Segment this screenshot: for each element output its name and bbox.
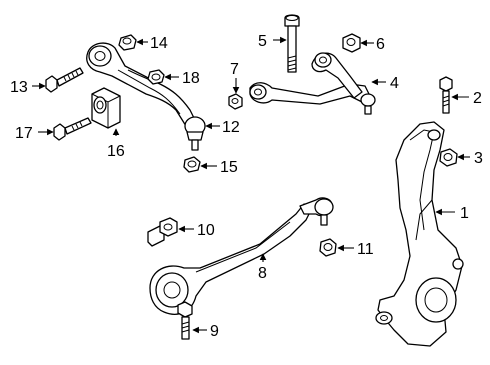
callout-label-14: 14 [150, 35, 168, 52]
nut-part-6 [342, 33, 361, 53]
callout-label-9: 9 [210, 323, 219, 340]
callout-5: 5 [258, 33, 287, 50]
callout-label-18: 18 [182, 70, 200, 87]
callout-12: 12 [205, 119, 240, 136]
bolt-part-17 [53, 117, 92, 141]
callout-6: 6 [360, 36, 385, 53]
callout-label-16: 16 [107, 143, 125, 160]
callout-label-5: 5 [258, 33, 267, 50]
callout-label-10: 10 [197, 222, 215, 239]
callout-13: 13 [10, 79, 46, 96]
callout-10: 10 [178, 222, 215, 239]
nut-part-3 [439, 148, 458, 167]
callout-4: 4 [371, 75, 399, 92]
callout-14: 14 [136, 35, 168, 52]
callout-label-4: 4 [390, 75, 399, 92]
callout-label-2: 2 [473, 90, 482, 107]
bracket-nut-part-10 [147, 217, 178, 247]
callout-label-13: 13 [10, 79, 28, 96]
nut-part-15 [183, 156, 201, 173]
bolt-part-2 [439, 76, 453, 114]
callout-label-12: 12 [222, 119, 240, 136]
upper-wishbone-part-4 [249, 52, 376, 115]
nut-part-14 [118, 34, 137, 51]
callout-label-8: 8 [258, 265, 267, 282]
callout-8: 8 [258, 253, 267, 282]
callout-label-1: 1 [460, 205, 469, 222]
nut-part-11 [319, 238, 337, 257]
bolt-part-9 [177, 301, 193, 340]
callout-label-11: 11 [357, 241, 374, 258]
ball-joint-part-12 [184, 116, 206, 151]
callout-16: 16 [107, 128, 125, 160]
callout-7: 7 [230, 61, 240, 94]
callout-11: 11 [337, 241, 374, 258]
callout-label-3: 3 [474, 150, 483, 167]
nut-part-18 [147, 69, 165, 85]
callout-18: 18 [164, 70, 200, 87]
callout-label-6: 6 [376, 36, 385, 53]
steering-knuckle-part-1 [375, 121, 464, 347]
callout-1: 1 [435, 205, 469, 222]
callout-label-17: 17 [15, 125, 33, 142]
callout-15: 15 [200, 159, 238, 176]
callout-2: 2 [451, 90, 482, 107]
callout-3: 3 [457, 150, 483, 167]
callout-17: 17 [15, 125, 54, 142]
lower-control-arm-part-8 [149, 197, 334, 315]
callout-label-7: 7 [230, 61, 239, 78]
bolt-part-13 [45, 67, 84, 93]
callout-label-15: 15 [220, 159, 238, 176]
nut-part-7 [228, 93, 243, 110]
long-bolt-part-5 [284, 14, 300, 73]
callout-9: 9 [192, 323, 219, 340]
bushing-part-16 [91, 87, 121, 129]
